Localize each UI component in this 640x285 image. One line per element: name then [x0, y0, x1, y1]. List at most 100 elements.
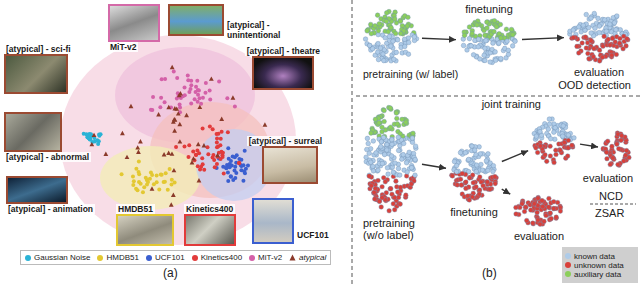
cluster-point — [488, 60, 493, 65]
cluster-point — [395, 116, 400, 121]
cluster-point — [405, 170, 410, 175]
cluster-point — [576, 51, 581, 56]
cluster-point — [375, 169, 380, 174]
cluster-point — [407, 150, 412, 155]
data-point — [222, 172, 226, 176]
cluster-point — [534, 134, 539, 139]
cluster-point — [381, 58, 386, 63]
cluster-point — [384, 19, 389, 24]
cluster-point — [406, 52, 411, 57]
atypical-marker — [172, 117, 177, 121]
atypical-marker — [172, 106, 177, 110]
cluster-point — [477, 175, 482, 180]
video-thumbnail: HMDB51 — [116, 214, 174, 246]
cluster-point — [553, 148, 558, 153]
legend-item: auxiliary data — [565, 270, 621, 279]
thumbnail-caption: [atypical] - abnormal — [4, 152, 91, 162]
cluster-point — [589, 31, 594, 36]
cluster-point — [411, 131, 416, 136]
cluster-point — [538, 144, 543, 149]
cluster-point — [373, 117, 378, 122]
legend-swatch — [565, 271, 571, 277]
atypical-marker — [196, 142, 201, 146]
cluster-point — [454, 169, 459, 174]
cluster-point — [597, 30, 602, 35]
cluster-point — [606, 37, 611, 42]
cluster-point — [611, 156, 616, 161]
cluster-point — [552, 130, 557, 135]
cluster-point — [493, 181, 498, 186]
cluster-point — [395, 122, 400, 127]
legend-item: Gaussian Noise — [25, 253, 90, 262]
cluster-point — [608, 43, 613, 48]
cluster-point — [399, 157, 404, 162]
cluster-point — [413, 144, 418, 149]
atypical-marker — [177, 139, 182, 143]
data-point — [233, 169, 237, 173]
video-thumbnail: MiT-v2 — [108, 4, 160, 42]
data-point — [215, 132, 219, 136]
cluster-point — [463, 150, 468, 155]
cluster-point — [493, 174, 498, 179]
data-point — [175, 76, 179, 80]
cluster-point — [591, 55, 596, 60]
cluster-point — [413, 173, 418, 178]
cluster-point — [496, 41, 501, 46]
flow-arrow — [422, 38, 456, 39]
data-point — [227, 157, 231, 161]
cluster-dots — [362, 104, 420, 214]
cluster-point — [583, 35, 588, 40]
cluster-point — [405, 24, 410, 29]
legend-box: Gaussian NoiseHMDB51UCF101Kinetics400MiT… — [20, 250, 331, 265]
cluster-point — [471, 181, 476, 186]
data-cluster: evaluationOOD detection — [566, 8, 632, 64]
thumbnail-caption: MiT-v2 — [108, 42, 138, 52]
legend-text: UCF101 — [155, 253, 185, 262]
cluster-point — [484, 20, 489, 25]
data-point — [145, 183, 149, 187]
video-thumbnail: Kinetics400 — [184, 214, 236, 246]
atypical-marker — [231, 95, 236, 99]
cluster-point — [474, 185, 479, 190]
atypical-marker — [138, 139, 143, 143]
cluster-point — [363, 37, 368, 42]
cluster-point — [617, 41, 622, 46]
cluster-point — [398, 31, 403, 36]
legend-swatch — [97, 255, 103, 261]
cluster-point — [546, 127, 551, 132]
cluster-point — [483, 46, 488, 51]
cluster-point — [602, 17, 607, 22]
cluster-point — [576, 25, 581, 30]
cluster-point — [369, 31, 374, 36]
data-point — [137, 172, 141, 176]
video-thumbnail: [atypical] - theatre — [252, 56, 314, 90]
cluster-point — [476, 37, 481, 42]
stage-label: evaluation — [573, 66, 625, 78]
cluster-point — [499, 56, 504, 61]
cluster-point — [584, 12, 589, 17]
cluster-point — [474, 152, 479, 157]
cluster-point — [410, 140, 415, 145]
cluster-point — [542, 219, 547, 224]
cluster-point — [380, 184, 385, 189]
cluster-point — [597, 48, 602, 53]
data-point — [163, 100, 167, 104]
cluster-point — [395, 38, 400, 43]
cluster-point — [491, 41, 496, 46]
data-point — [221, 165, 225, 169]
data-point — [203, 91, 207, 95]
cluster-point — [384, 190, 389, 195]
cluster-point — [389, 154, 394, 159]
cluster-dots — [566, 8, 632, 64]
data-point — [196, 164, 200, 168]
cluster-point — [547, 117, 552, 122]
data-point — [168, 167, 172, 171]
cluster-point — [372, 197, 377, 202]
cluster-point — [389, 44, 394, 49]
data-point — [195, 79, 199, 83]
cluster-point — [570, 143, 575, 148]
cluster-point — [474, 169, 479, 174]
cluster-point — [371, 139, 376, 144]
data-point — [136, 188, 140, 192]
video-thumbnail: UCF101 — [252, 198, 294, 244]
